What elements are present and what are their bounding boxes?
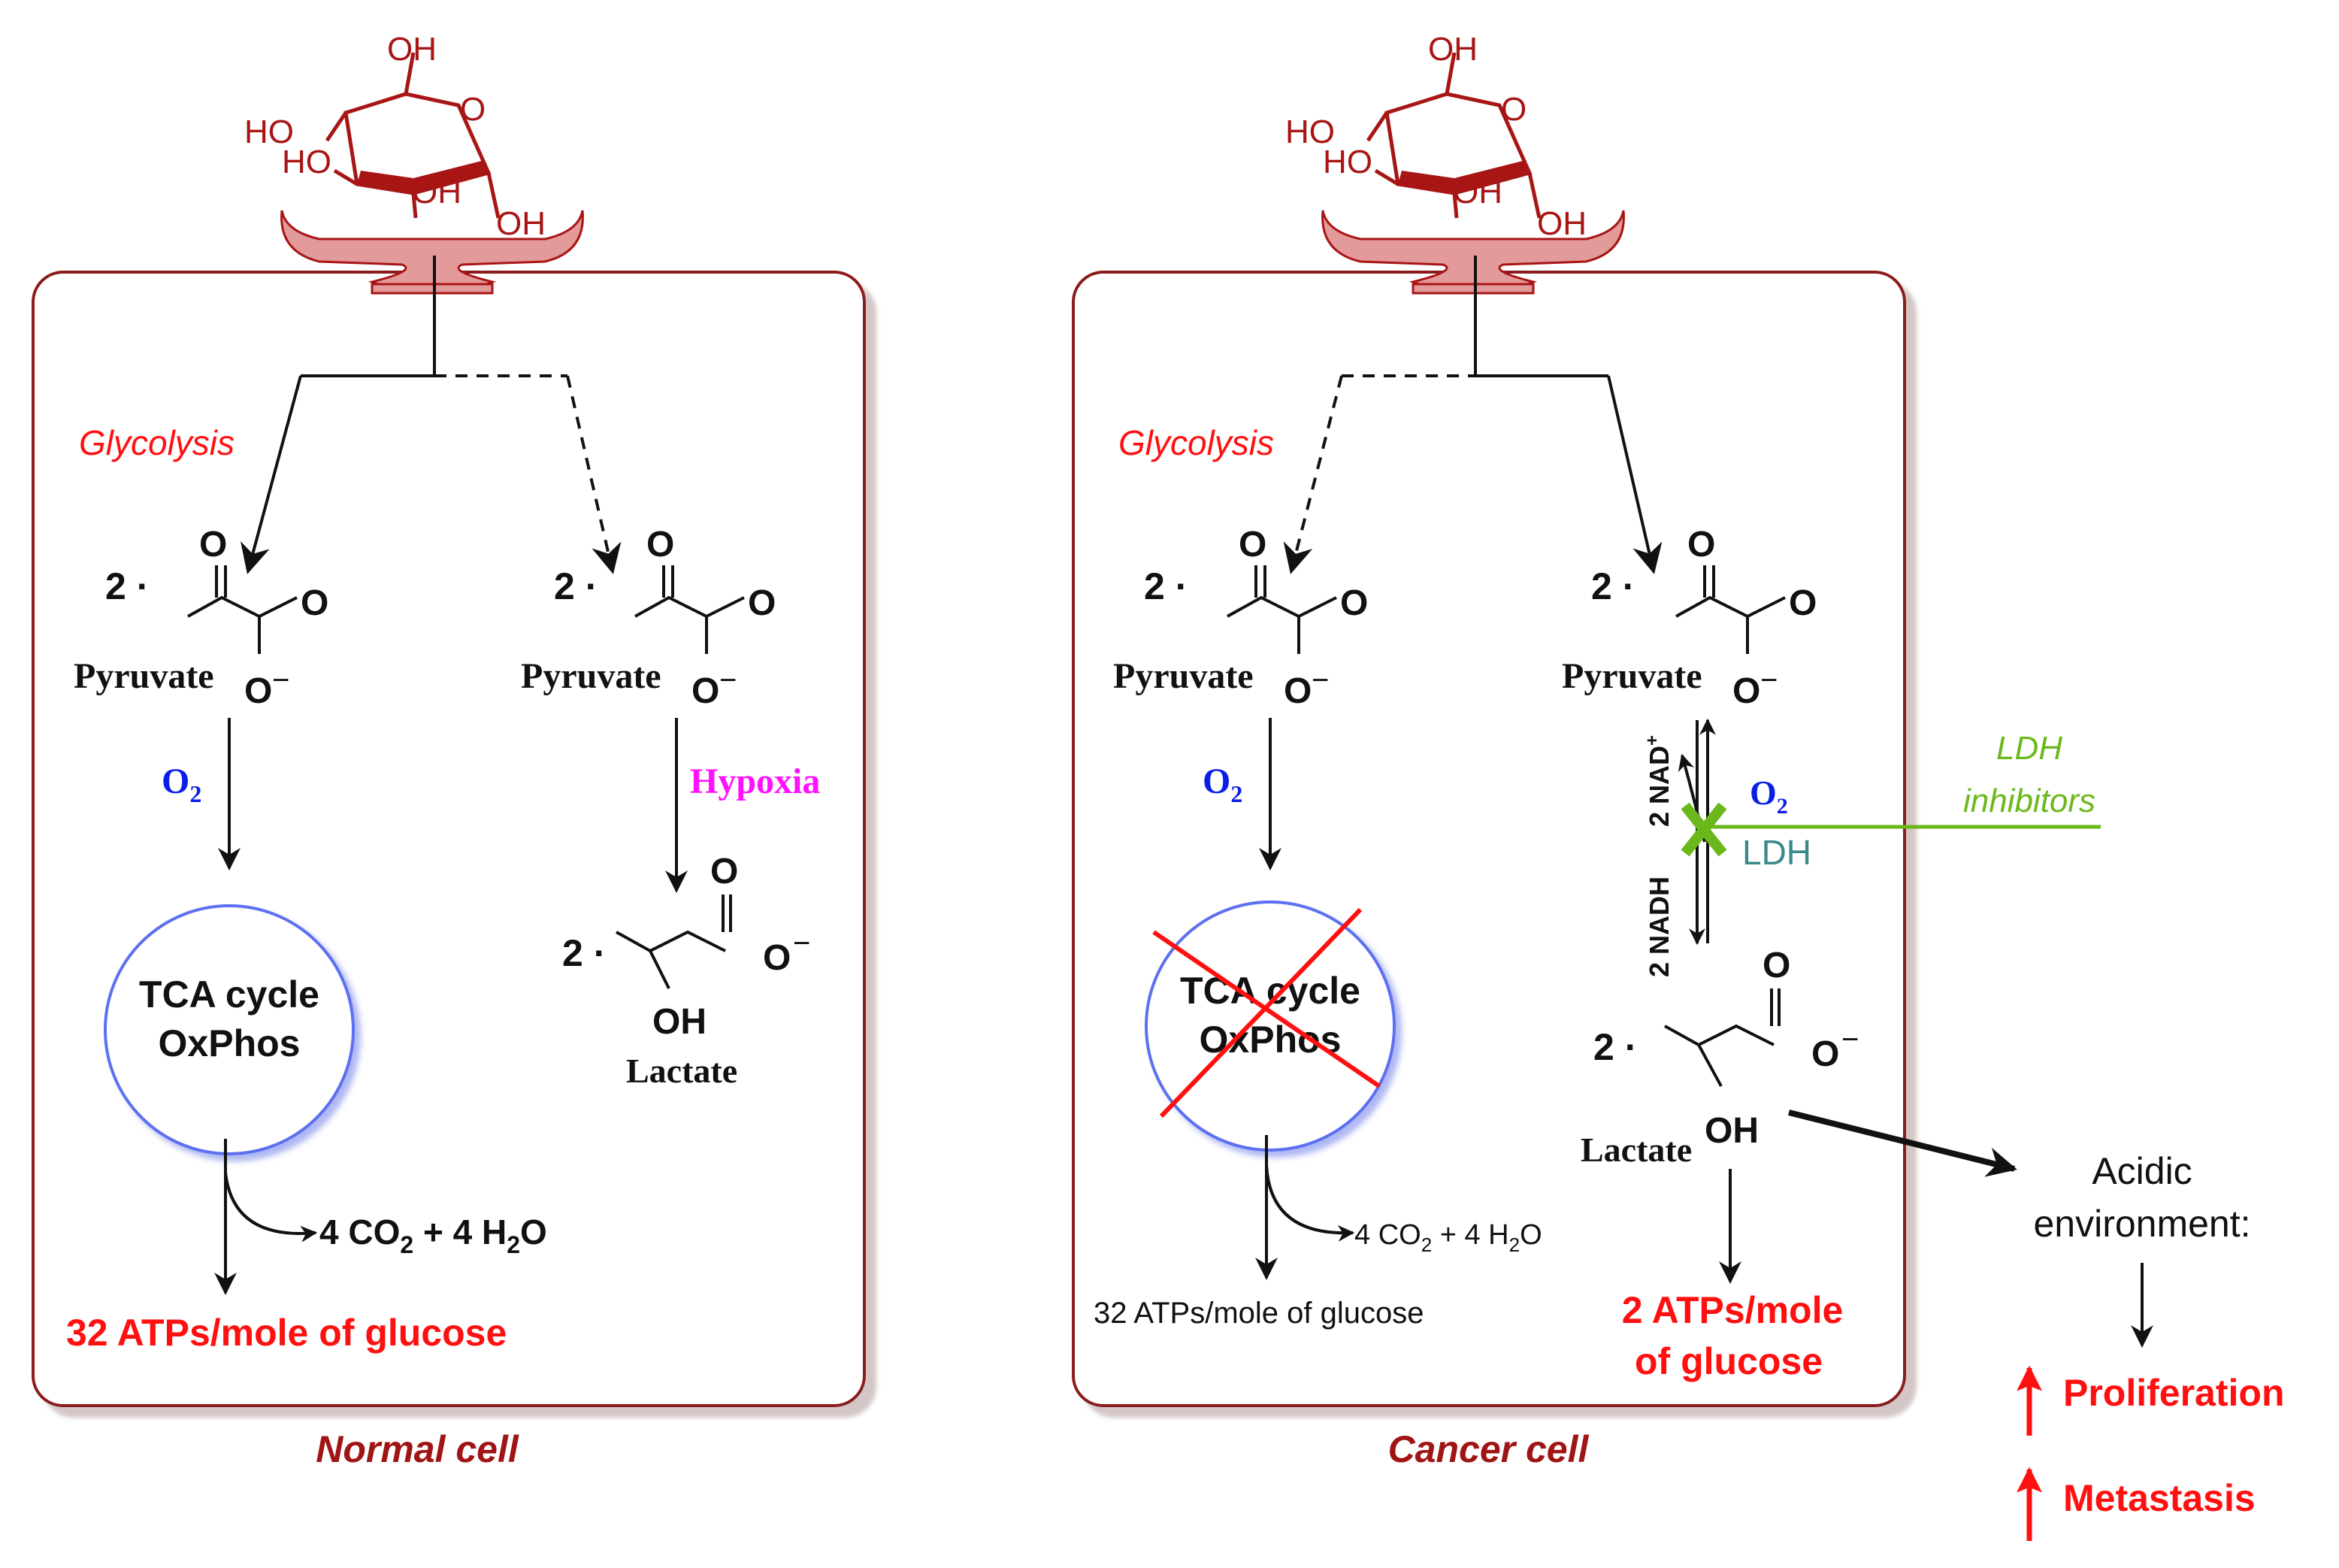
svg-text:−: − [793,927,810,960]
svg-text:2 ·: 2 · [1591,565,1635,607]
ldh-enzyme-label: LDH [1742,833,1811,872]
glucose-ho-1: HO [244,114,294,150]
pyruvate-left-normal: 2 · O O O − Pyruvate [74,525,328,711]
tca-cycle-circle-normal [104,904,355,1155]
hypoxia-label: Hypoxia [690,761,820,801]
svg-text:−: − [719,664,737,697]
svg-text:2 ·: 2 · [1593,1026,1637,1068]
tca-cycle-circle-cancer [1145,901,1396,1152]
svg-text:O: O [1284,671,1312,711]
pyruvate-right-cancer: 2 · O O O − Pyruvate [1562,525,1817,711]
svg-text:O: O [748,583,776,623]
svg-text:−: − [272,664,289,697]
svg-text:OH: OH [1705,1111,1759,1151]
svg-text:2 ·: 2 · [1144,565,1188,607]
cofactor-nad: 2 NAD+ [1642,735,1675,827]
normal-cell-caption: Normal cell [316,1428,519,1470]
pyruvate-label: Pyruvate [1113,656,1254,696]
glycolysis-label-cancer: Glycolysis [1118,423,1274,462]
svg-text:2 ·: 2 · [562,932,606,974]
co2-h2o-products-normal: 4 CO2 + 4 H2O [319,1212,547,1258]
atp-yield-cancer-oxphos: 32 ATPs/mole of glucose [1094,1297,1424,1330]
glycolysis-arrow-normal [241,375,302,574]
atp-yield-normal: 32 ATPs/mole of glucose [66,1312,507,1354]
glucose-ring-o: O [1501,91,1527,128]
svg-text:TCA cycle: TCA cycle [139,973,319,1016]
co2-h2o-products-cancer: 4 CO2 + 4 H2O [1354,1219,1542,1256]
pyruvate-left-cancer: 2 · O O O − Pyruvate [1113,525,1368,711]
atp-yield-cancer-line1: 2 ATPs/mole [1622,1289,1844,1331]
glucose-ho-2: HO [1323,144,1372,180]
svg-text:O: O [199,525,227,565]
acidic-env-line1: Acidic [2092,1150,2192,1192]
pyruvate-right-normal: 2 · O O O − Pyruvate [521,525,776,711]
glucose-oh-top: OH [387,31,437,68]
atp-yield-cancer-line2: of glucose [1635,1340,1823,1382]
glycolysis-label-normal: Glycolysis [79,423,235,462]
cancer-cell: OH HO HO O OH OH Glycolysis 2 · O O O − … [1072,31,1906,1470]
cofactor-nadh: 2 NADH [1644,876,1675,977]
svg-text:O: O [646,525,674,565]
pyruvate-label: Pyruvate [521,656,661,696]
svg-text:2 ·: 2 · [554,565,598,607]
glucose-oh-3: OH [412,174,461,210]
acidic-outcome: Acidic environment: Proliferation Metast… [1788,1109,2284,1541]
glucose-ring-o: O [460,91,486,128]
glucose-oh-3: OH [1453,174,1502,210]
lactate-normal: 2 · O O − OH Lactate [562,852,810,1090]
pyruvate-label: Pyruvate [74,656,214,696]
effect-proliferation: Proliferation [2063,1372,2284,1414]
ldh-inhibitors-line1: LDH [1996,730,2062,767]
effect-metastasis: Metastasis [2063,1477,2256,1519]
svg-text:O: O [1687,525,1715,565]
lactate-cancer: 2 · O O − OH Lactate [1581,946,1859,1169]
svg-text:OH: OH [652,1002,707,1042]
svg-text:O: O [1811,1034,1839,1074]
glucose-oh-4: OH [1537,205,1587,242]
glucose-ho-1: HO [1285,114,1335,150]
svg-text:O: O [763,938,791,978]
ldh-inhibitor-block: LDH inhibitors [1681,730,2101,857]
svg-text:O: O [710,852,738,891]
acidic-env-line2: environment: [2033,1203,2250,1245]
svg-text:O: O [1239,525,1266,565]
svg-text:2 ·: 2 · [105,565,149,607]
glucose-ho-2: HO [282,144,331,180]
svg-text:O: O [244,671,272,711]
svg-text:−: − [1841,1023,1859,1056]
ldh-oxygen-label: O2 [1750,773,1788,819]
svg-text:−: − [1312,664,1329,697]
svg-text:Lactate: Lactate [1581,1131,1692,1169]
cancer-cell-caption: Cancer cell [1388,1428,1590,1470]
inhibition-x-icon [1681,802,1727,857]
glycolysis-arrow-cancer [1607,375,1663,574]
svg-text:OxPhos: OxPhos [159,1022,301,1064]
svg-text:−: − [1760,664,1778,697]
svg-text:O: O [1732,671,1760,711]
tca-blocked-cross [1152,907,1381,1118]
svg-text:O: O [1340,583,1368,623]
svg-text:O: O [1789,583,1817,623]
glucose-oh-4: OH [496,205,546,242]
oxygen-label-cancer: O2 [1203,761,1242,807]
oxygen-label-normal: O2 [162,761,201,807]
svg-text:O: O [1763,946,1790,985]
svg-text:O: O [301,583,328,623]
svg-text:O: O [691,671,719,711]
pyruvate-label: Pyruvate [1562,656,1702,696]
svg-text:Lactate: Lactate [626,1052,737,1090]
normal-cell: OH HO HO O OH OH Glycolysis 2 · O O O − … [32,31,866,1470]
glucose-oh-top: OH [1428,31,1478,68]
ldh-inhibitors-line2: inhibitors [1963,782,2095,819]
